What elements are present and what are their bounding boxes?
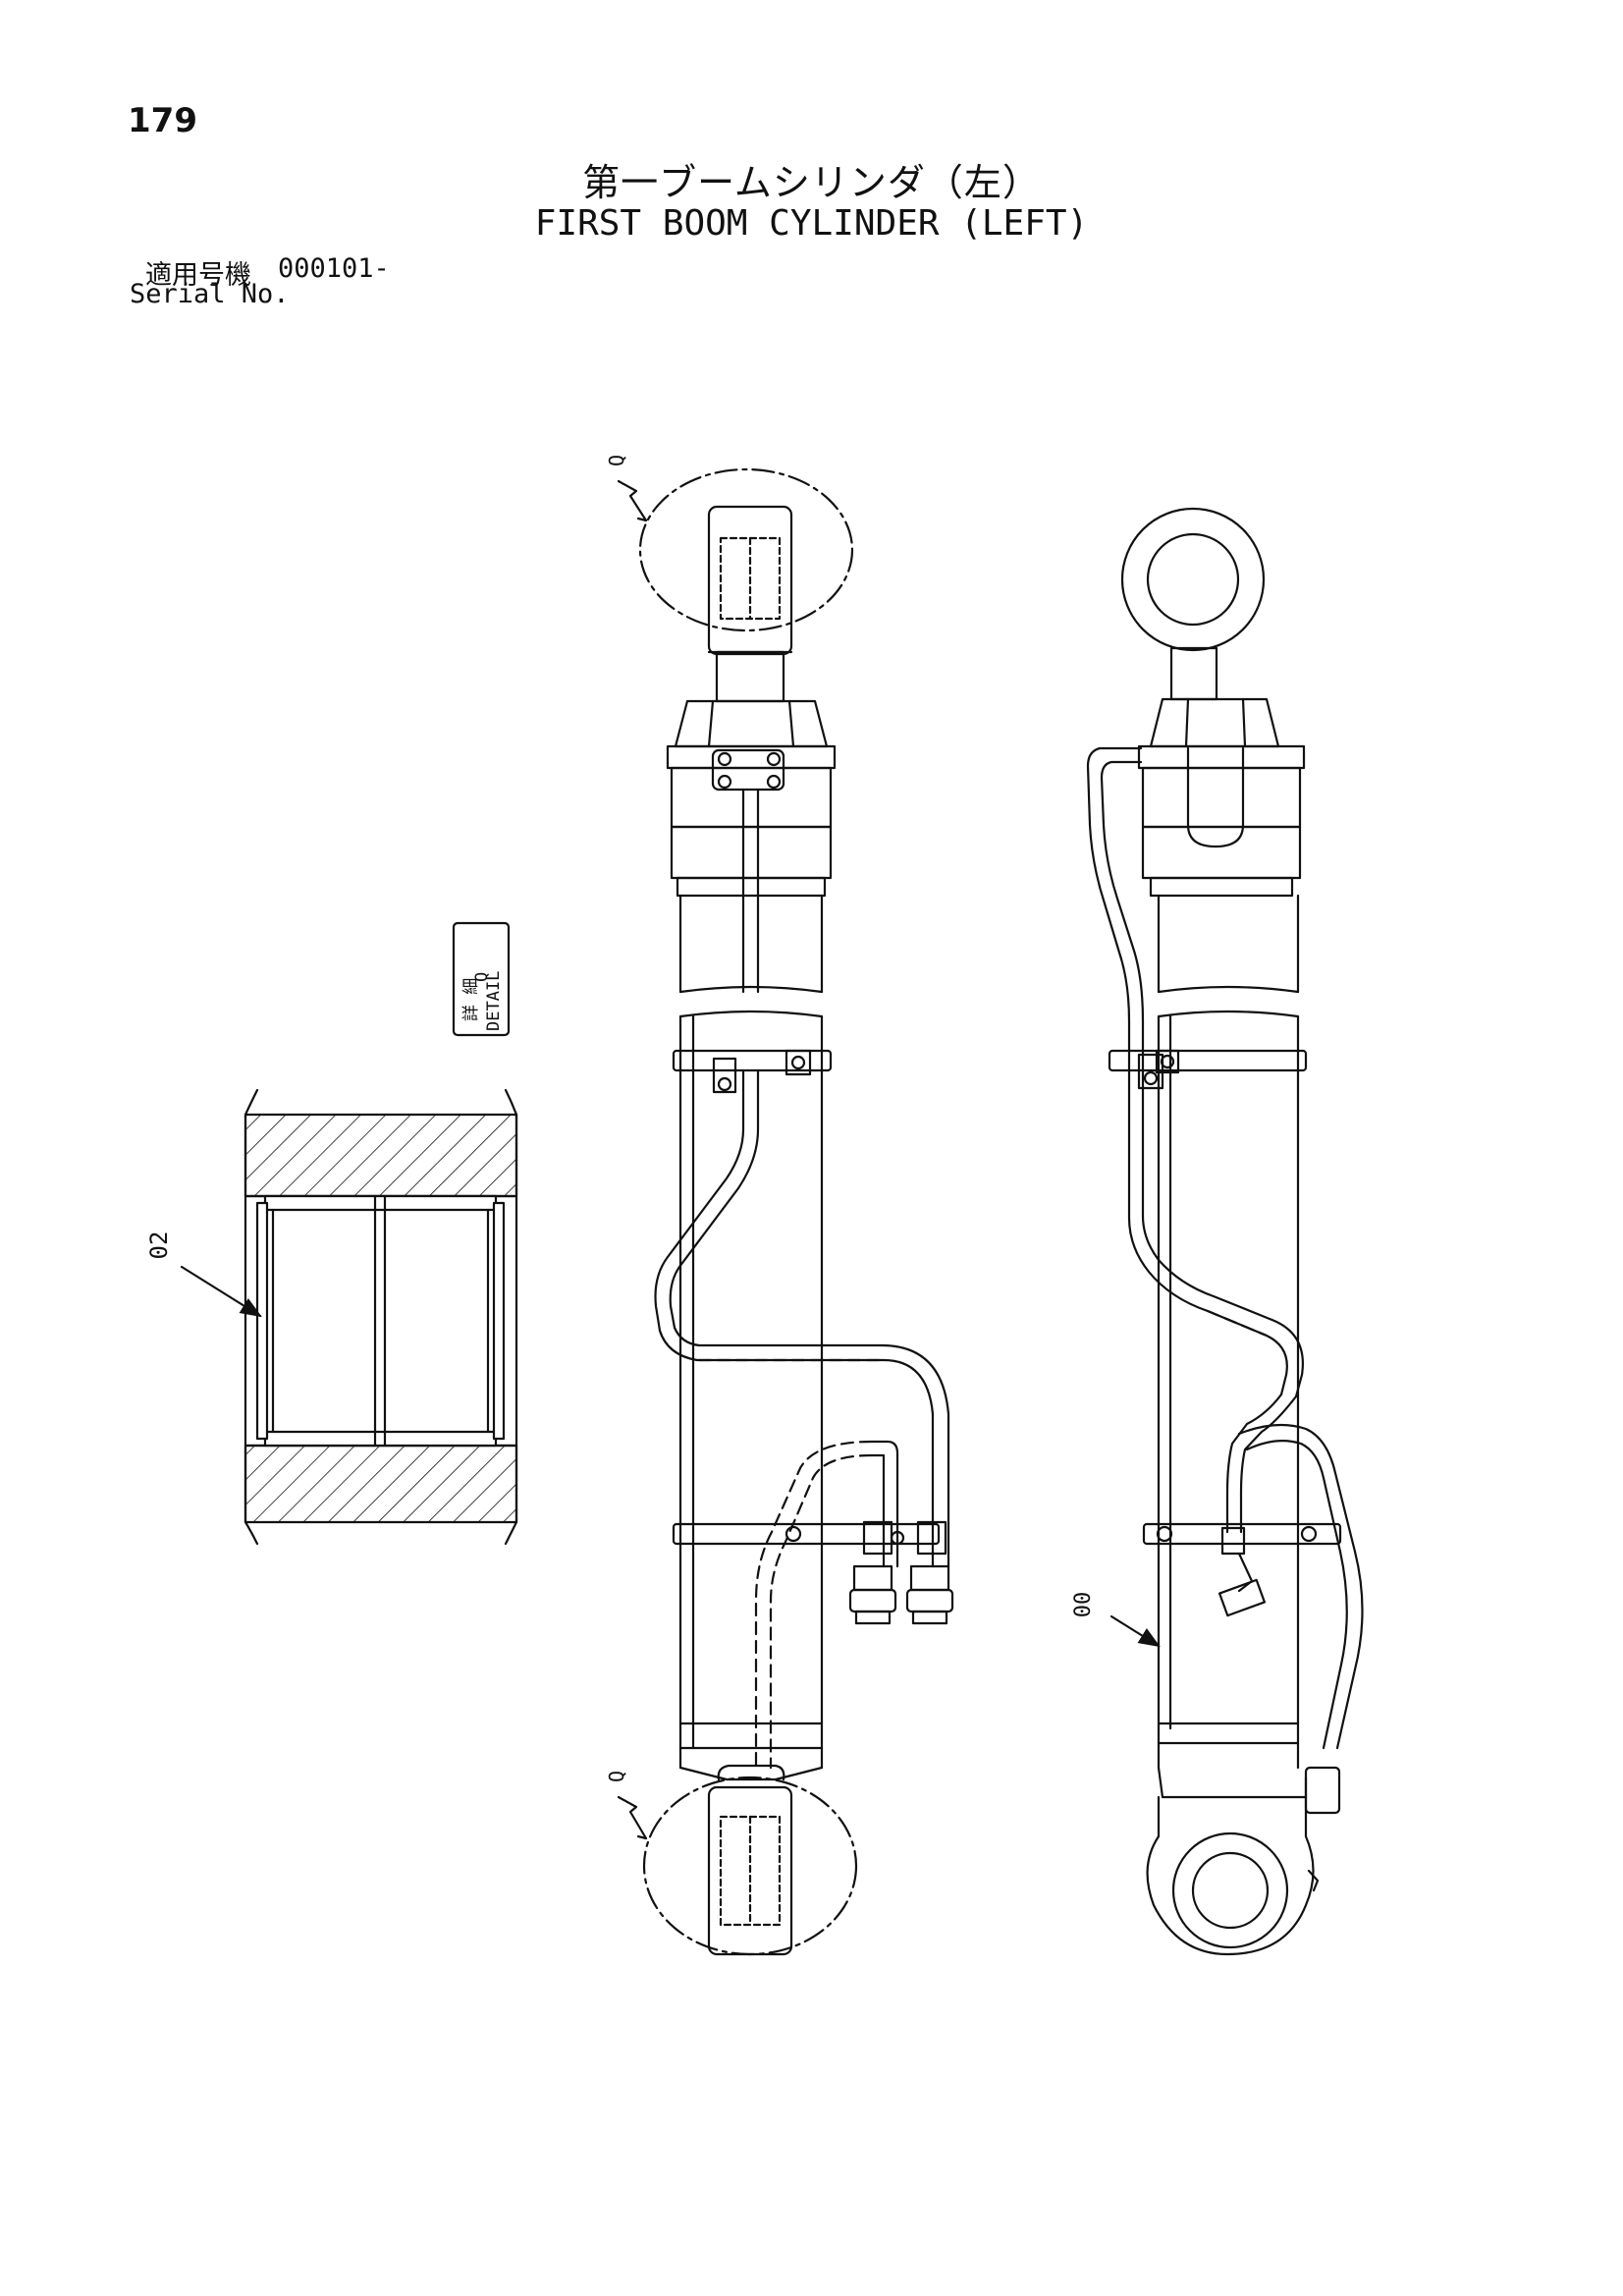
detail-box-en: DETAIL bbox=[484, 971, 504, 1031]
detail-q-box: 詳 細 DETAIL Q bbox=[452, 921, 511, 1037]
callout-02-label: 02 bbox=[145, 1231, 173, 1260]
serial-label-jp: 適用号機 bbox=[145, 260, 251, 291]
page-number: 179 bbox=[128, 101, 197, 140]
detail-box-jp: 詳 細 bbox=[461, 978, 481, 1021]
page-title-jp: 第一ブームシリンダ（左） bbox=[582, 161, 1041, 204]
serial-label-en: Serial No. bbox=[130, 279, 290, 309]
callout-02: 02 bbox=[145, 1231, 262, 1318]
callout-00-label: 00 bbox=[1071, 1592, 1096, 1618]
detail-marker-bottom: Q bbox=[605, 1771, 628, 1782]
cylinder-side-view: 00 bbox=[1071, 507, 1364, 1956]
detail-marker-top: Q bbox=[605, 455, 628, 466]
cylinder-front-view: Q bbox=[605, 455, 954, 1956]
serial-value: 000101- bbox=[278, 253, 390, 284]
page-title-en: FIRST BOOM CYLINDER (LEFT) bbox=[534, 203, 1089, 244]
detail-box-letter: Q bbox=[472, 972, 492, 982]
bushing-section-detail bbox=[243, 1088, 518, 1546]
